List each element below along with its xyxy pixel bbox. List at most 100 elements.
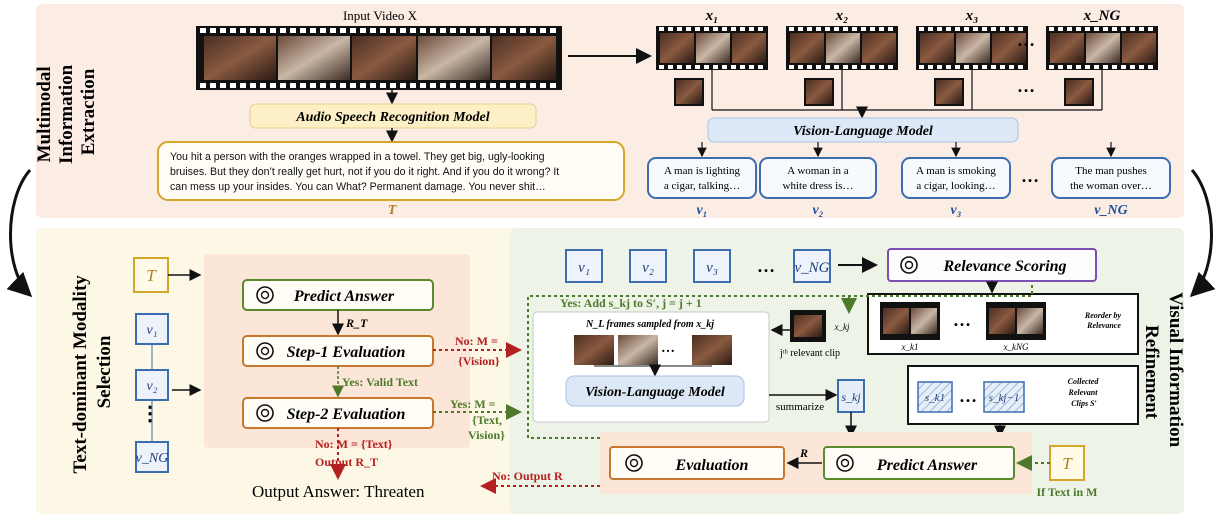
refinement-title: Visual Information Refinement [1141, 292, 1186, 452]
vlm-model-box [707, 117, 1019, 143]
left-t-symbol: T [146, 266, 157, 285]
left-v-box [135, 441, 169, 473]
no-output-r-label: No: Output R [492, 469, 563, 483]
no-text-label: No: M = {Text} [315, 437, 393, 451]
clip-label: x₃ [965, 8, 979, 24]
left-flow-arrow [6, 169, 33, 298]
openai-icon [256, 342, 274, 360]
input-video-label: Input Video X [343, 8, 418, 23]
output-answer: Output Answer: Threaten [252, 482, 425, 501]
right-v-box [565, 249, 603, 283]
sampled-frame [574, 335, 614, 365]
caption-symbol: v₁ [696, 203, 707, 218]
sampled-frame [692, 335, 732, 365]
asr-model-label: Audio Speech Recognition Model [295, 110, 489, 125]
transcript-box [157, 141, 625, 201]
caption-symbol: v_NG [1094, 203, 1127, 218]
caption-ellipsis: … [1021, 166, 1039, 186]
xkj-label: x_kj [834, 322, 850, 332]
left-v-label: v_NG [136, 451, 169, 466]
rt-label: R_T [345, 316, 368, 330]
asr-model-box [249, 103, 537, 129]
left-v-box [135, 369, 169, 401]
selection-title: Text-dominant Modality Selection [70, 270, 115, 473]
sampled-frame [618, 335, 658, 365]
skj-label: s_kj [841, 390, 861, 404]
openai-icon [836, 454, 854, 472]
clip-label: x₁ [705, 8, 719, 24]
right-v-label: v₂ [642, 260, 654, 276]
yes-valid-text: Yes: Valid Text [342, 375, 418, 389]
evaluation-label: Evaluation [675, 457, 749, 474]
right-v-box [793, 249, 831, 283]
left-v-label: v₁ [146, 323, 157, 338]
step1-eval-label: Step-1 Evaluation [287, 344, 406, 361]
nl-frames-label: N_L frames sampled from x_kj [585, 319, 714, 330]
collected-last-label: s_kj−1 [989, 392, 1020, 404]
right-v-label: v₃ [706, 260, 718, 276]
clip-ellipsis: … [1017, 76, 1035, 96]
yes-add-label: Yes: Add s_kj to S′, j = j + 1 [560, 296, 702, 310]
openai-icon [625, 454, 643, 472]
caption-box [901, 157, 1011, 199]
predict-answer-label: Predict Answer [293, 288, 395, 305]
extraction-title: Multimodal Information Extraction [34, 60, 99, 164]
clip-label: x_NG [1083, 8, 1121, 24]
collected-label: Collected Relevant Clips S′ [1068, 377, 1101, 408]
openai-icon [256, 404, 274, 422]
clip-strips: x₁ x₂ x₃ x_NG … … [656, 8, 1158, 119]
collected-last [983, 381, 1025, 413]
no-vision-label: No: M = {Vision} [455, 334, 501, 368]
jth-clip-strip [790, 310, 826, 342]
vlm-model-label: Vision-Language Model [793, 124, 933, 139]
reorder-label: Reorder by Relevance [1084, 311, 1123, 330]
transcript-symbol: T [388, 203, 398, 218]
right-v-label: v_NG [795, 260, 830, 276]
caption-box [1051, 157, 1171, 199]
step2-eval-label: Step-2 Evaluation [287, 406, 406, 423]
reorder-ellipsis: … [953, 310, 971, 330]
vlm-inner-box [565, 375, 745, 407]
clip-label: x₂ [835, 8, 849, 24]
clip-ellipsis: … [1017, 30, 1035, 50]
transcript-text: You hit a person with the oranges wrappe… [170, 151, 562, 193]
summarize-label: summarize [776, 401, 824, 413]
right-v-box [693, 249, 731, 283]
jth-clip-label: jᵗʰ relevant clip [779, 348, 840, 359]
right-flow-arrow [1189, 169, 1216, 298]
reorder-clip-last: x_kNG [1003, 342, 1029, 352]
right-t-symbol: T [1062, 454, 1073, 473]
feedback-loop [527, 282, 1033, 439]
final-predict-label: Predict Answer [876, 457, 978, 474]
collected-first-label: s_k1 [925, 392, 945, 404]
collected-ellipsis: … [959, 386, 977, 406]
yes-text-vision-label: Yes: M = {Text, Vision} [450, 397, 505, 442]
caption-box [647, 157, 757, 199]
if-text-label: If Text in M [1036, 485, 1097, 499]
caption-box [759, 157, 877, 199]
relevance-scoring-label: Relevance Scoring [942, 258, 1066, 275]
final-predict-box [823, 446, 1015, 480]
vlm-inner-label: Vision-Language Model [585, 385, 725, 400]
openai-icon [900, 256, 918, 274]
frames-ellipsis: … [661, 341, 675, 356]
left-v-label: v₂ [146, 379, 157, 394]
right-v-label: v₁ [578, 260, 590, 276]
input-video-filmstrip [196, 26, 562, 90]
left-v-box [135, 313, 169, 345]
caption-symbol: v₂ [812, 203, 823, 218]
evaluation-box [609, 446, 785, 480]
caption-symbol: v₃ [950, 203, 961, 218]
reorder-clip-first: x_k1 [901, 342, 919, 352]
right-t-box [1049, 445, 1085, 481]
collected-first [917, 381, 953, 413]
openai-icon [256, 286, 274, 304]
left-v-ellipsis: ⋮ [140, 403, 160, 425]
